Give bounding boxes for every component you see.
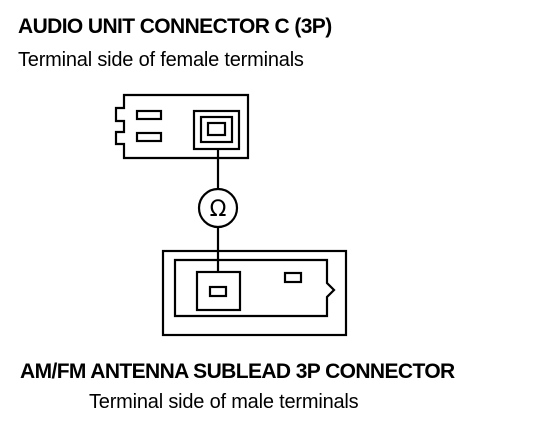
female-terminal-1 <box>135 109 163 121</box>
antenna-sublead-connector <box>161 249 348 337</box>
audio-unit-connector <box>114 93 250 160</box>
antenna-sublead-connector-title: AM/FM ANTENNA SUBLEAD 3P CONNECTOR <box>20 360 455 383</box>
audio-unit-connector-subtitle: Terminal side of female terminals <box>18 49 304 71</box>
female-terminal-3-outer <box>192 109 241 151</box>
antenna-sublead-connector-subtitle: Terminal side of male terminals <box>89 391 359 413</box>
audio-unit-connector-housing <box>114 93 250 160</box>
female-terminal-2 <box>135 131 163 143</box>
female-terminal-3-mid <box>199 115 234 144</box>
antenna-sublead-connector-inner <box>173 258 336 318</box>
male-terminal-2 <box>283 271 303 284</box>
female-terminal-3-inner <box>206 121 227 137</box>
male-terminal-1 <box>195 270 242 312</box>
male-terminal-1-pin <box>208 285 228 298</box>
ohmmeter-icon <box>197 187 239 229</box>
antenna-sublead-connector-outer <box>161 249 348 337</box>
ohm-symbol: Ω <box>210 197 227 222</box>
audio-unit-connector-title: AUDIO UNIT CONNECTOR C (3P) <box>18 15 332 38</box>
